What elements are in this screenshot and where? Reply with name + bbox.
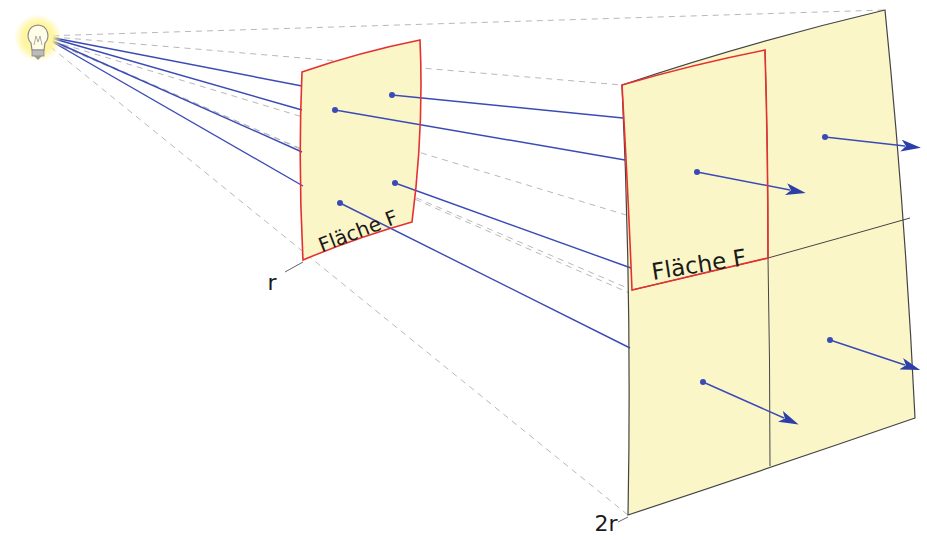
area-border <box>300 40 421 260</box>
light-bulb <box>14 14 62 62</box>
area-patch: Fläche F <box>616 44 774 296</box>
area-label: Fläche F <box>650 246 748 284</box>
area-label: Fläche F <box>316 207 401 255</box>
light-rays <box>44 36 631 348</box>
distance-label: 2r <box>594 513 617 535</box>
area-patch: Fläche F <box>296 34 426 266</box>
distance-label: r <box>267 272 276 294</box>
leader-line <box>285 262 303 272</box>
ray-dots <box>332 92 833 385</box>
area-border <box>622 50 768 290</box>
leader-line <box>618 517 628 522</box>
projection-lines <box>42 10 915 515</box>
near-surface <box>300 40 421 260</box>
far-surface <box>622 10 915 515</box>
ray-arrows <box>697 137 905 418</box>
surface-divider <box>632 218 910 290</box>
